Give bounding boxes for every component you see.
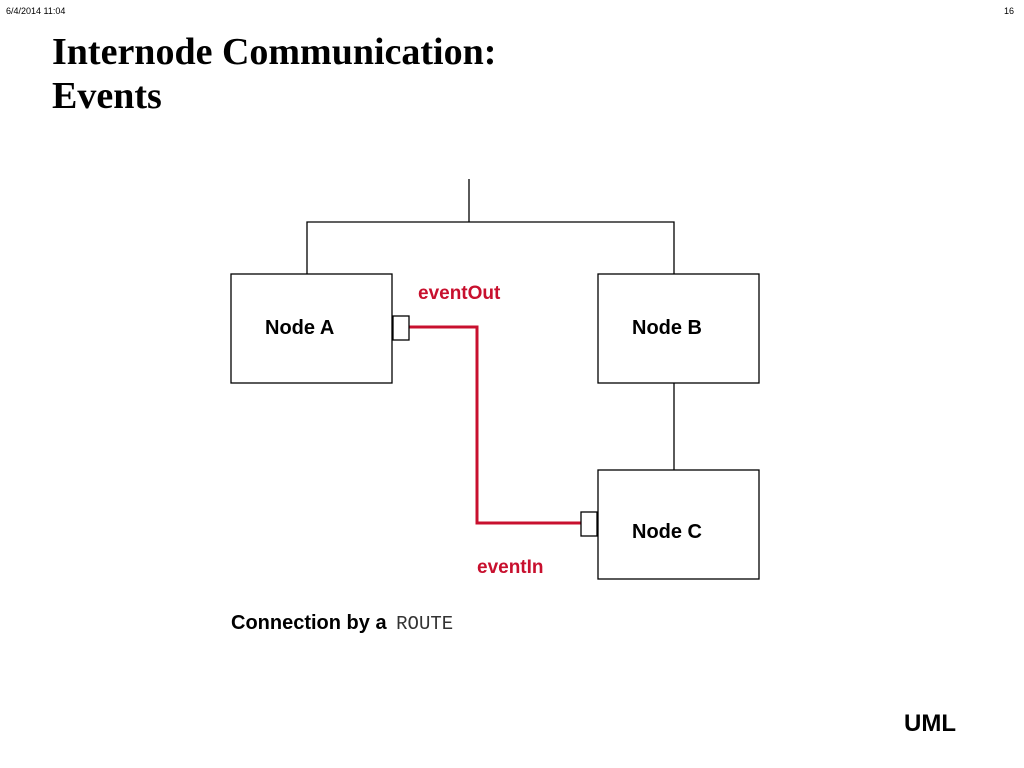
- route-line: [409, 325, 581, 525]
- slide-page-number: 16: [1003, 6, 1014, 16]
- event-out-port: [392, 315, 410, 341]
- event-out-label: eventOut: [418, 283, 501, 304]
- route-caption-code: ROUTE: [396, 613, 454, 635]
- node-b-box: [597, 273, 760, 384]
- route-caption-text: Connection by a: [231, 612, 387, 634]
- node-a-label: Node A: [265, 317, 334, 339]
- node-a-box: [230, 273, 393, 384]
- node-b-label: Node B: [632, 317, 702, 339]
- branch-connector: [306, 221, 675, 274]
- node-c-label: Node C: [632, 521, 702, 543]
- uml-tag: UML: [904, 710, 956, 737]
- slide-title-line-2: Events: [52, 75, 162, 117]
- node-c-box: [597, 469, 760, 580]
- slide-datetime: 6/4/2014 11:04: [6, 6, 66, 16]
- slide-title-line-1: Internode Communication:: [52, 31, 497, 73]
- event-in-port: [580, 511, 598, 537]
- route-caption: Connection by a ROUTE: [231, 612, 453, 635]
- tree-connectors: [306, 179, 675, 470]
- event-in-label: eventIn: [477, 557, 544, 578]
- slide-title: Internode Communication: Events: [52, 30, 496, 118]
